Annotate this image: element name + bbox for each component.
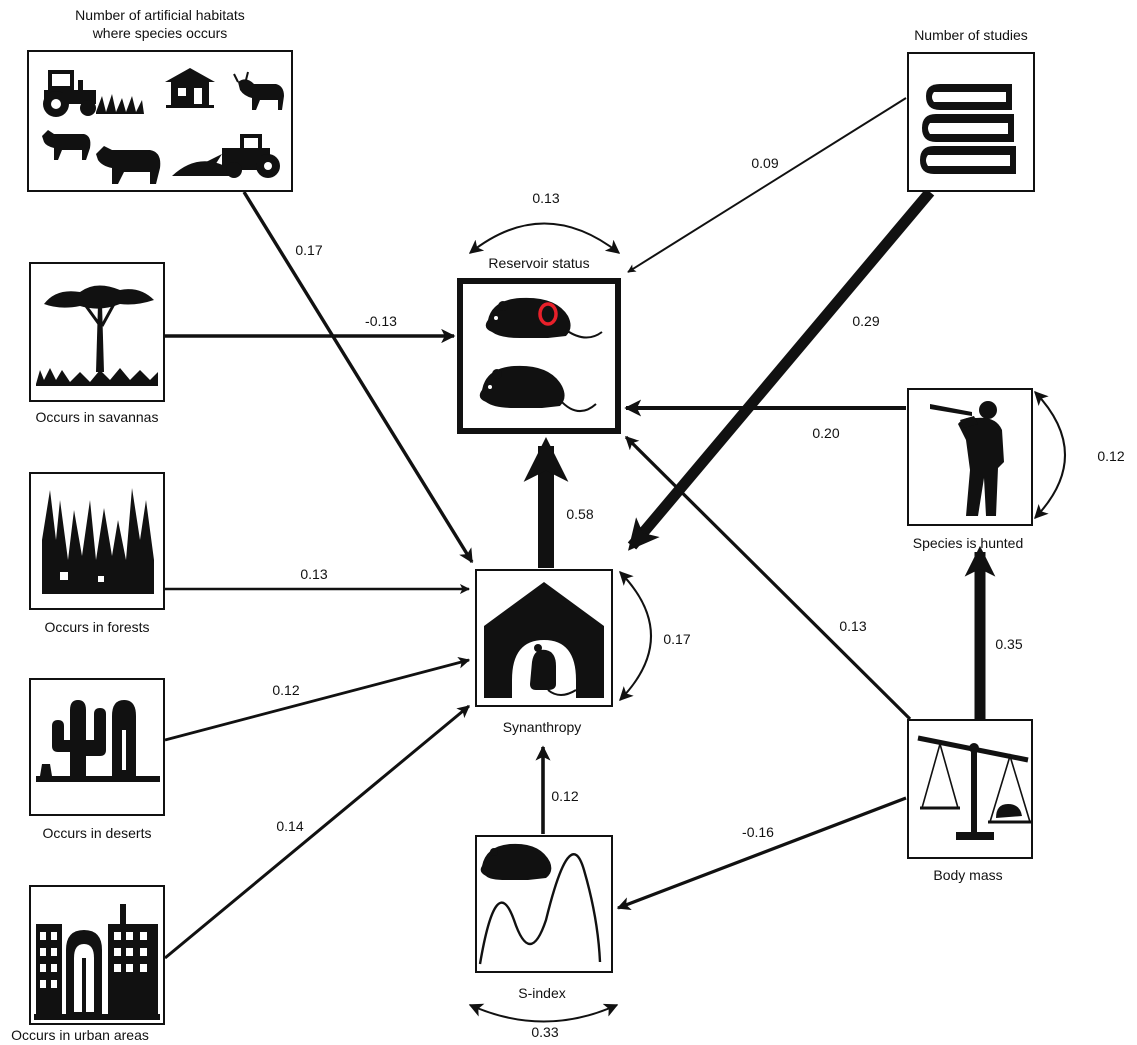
coef-synanthropy-reservoir: 0.58 (566, 506, 593, 522)
savannas-label: Occurs in savannas (36, 409, 159, 425)
arrow-studies-synanthropy (627, 188, 935, 551)
coef-hunted-reservoir: 0.20 (812, 425, 839, 441)
hunted-label: Species is hunted (913, 535, 1024, 551)
city-buildings-icon (34, 904, 160, 1020)
node-body-mass: Body mass (907, 719, 1033, 883)
body-mass-label: Body mass (933, 867, 1002, 883)
node-urban: Occurs in urban areas (11, 885, 165, 1043)
loop-synanthropy (619, 570, 652, 702)
node-savannas: Occurs in savannas (29, 262, 165, 425)
coef-urban-synanthropy: 0.14 (276, 818, 303, 834)
rodent-distribution-curve-icon (478, 843, 602, 965)
s-index-label: S-index (518, 985, 565, 1001)
loop-reservoir (468, 222, 621, 254)
arrow-studies-reservoir (627, 97, 907, 273)
coef-studies-reservoir: 0.09 (751, 155, 778, 171)
coef-bodymass-reservoir: 0.13 (839, 618, 866, 634)
node-artificial-habitats: Number of artificial habitats where spec… (27, 7, 293, 192)
node-s-index: S-index (475, 835, 613, 1001)
coef-savannas-reservoir: -0.13 (365, 313, 397, 329)
acacia-tree-icon (36, 285, 158, 386)
artificial-label-line2: where species occurs (92, 25, 228, 41)
coef-sindex-synanthropy: 0.12 (551, 788, 578, 804)
coef-forests-synanthropy: 0.13 (300, 566, 327, 582)
node-synanthropy: Synanthropy (475, 569, 613, 735)
coef-hunted-loop: 0.12 (1097, 448, 1124, 464)
reservoir-label: Reservoir status (488, 255, 589, 271)
node-forests: Occurs in forests (29, 472, 165, 635)
coef-artificial-synanthropy: 0.17 (295, 242, 322, 258)
conifer-forest-icon (42, 488, 154, 594)
node-deserts: Occurs in deserts (29, 678, 165, 841)
loop-hunted (1034, 390, 1066, 520)
balance-scale-icon (917, 735, 1032, 840)
arrow-bodymass-reservoir (624, 435, 912, 721)
house-with-mouse-icon (484, 582, 604, 698)
coef-deserts-synanthropy: 0.12 (272, 682, 299, 698)
urban-label: Occurs in urban areas (11, 1027, 149, 1043)
node-number-of-studies: Number of studies (907, 27, 1035, 192)
coef-studies-synanthropy: 0.29 (852, 313, 879, 329)
books-icon (920, 84, 1016, 174)
farm-and-livestock-icon (42, 68, 284, 184)
rodent-pair-icon (479, 297, 603, 412)
node-reservoir-status: Reservoir status (457, 255, 621, 434)
hunter-icon (930, 401, 1004, 516)
coef-synanthropy-loop: 0.17 (663, 631, 690, 647)
coef-bodymass-sindex: -0.16 (742, 824, 774, 840)
path-arrows (164, 97, 1066, 1023)
coef-sindex-loop: 0.33 (531, 1024, 558, 1040)
node-species-hunted: Species is hunted (907, 388, 1033, 551)
synanthropy-label: Synanthropy (503, 719, 582, 735)
coef-bodymass-hunted: 0.35 (995, 636, 1022, 652)
path-coefficients: 0.17 -0.13 0.13 0.12 0.14 0.09 0.29 0.20… (272, 155, 1124, 1040)
arrow-artificial-synanthropy (242, 191, 474, 564)
loop-sindex (468, 1003, 619, 1023)
forests-label: Occurs in forests (44, 619, 149, 635)
arrow-deserts-synanthropy (164, 657, 471, 742)
coef-reservoir-loop: 0.13 (532, 190, 559, 206)
deserts-label: Occurs in deserts (43, 825, 152, 841)
arrow-urban-synanthropy (164, 704, 470, 960)
arrow-bodymass-sindex (616, 796, 907, 910)
cactus-icon (36, 700, 160, 782)
artificial-label-line1: Number of artificial habitats (75, 7, 245, 23)
studies-label: Number of studies (914, 27, 1028, 43)
